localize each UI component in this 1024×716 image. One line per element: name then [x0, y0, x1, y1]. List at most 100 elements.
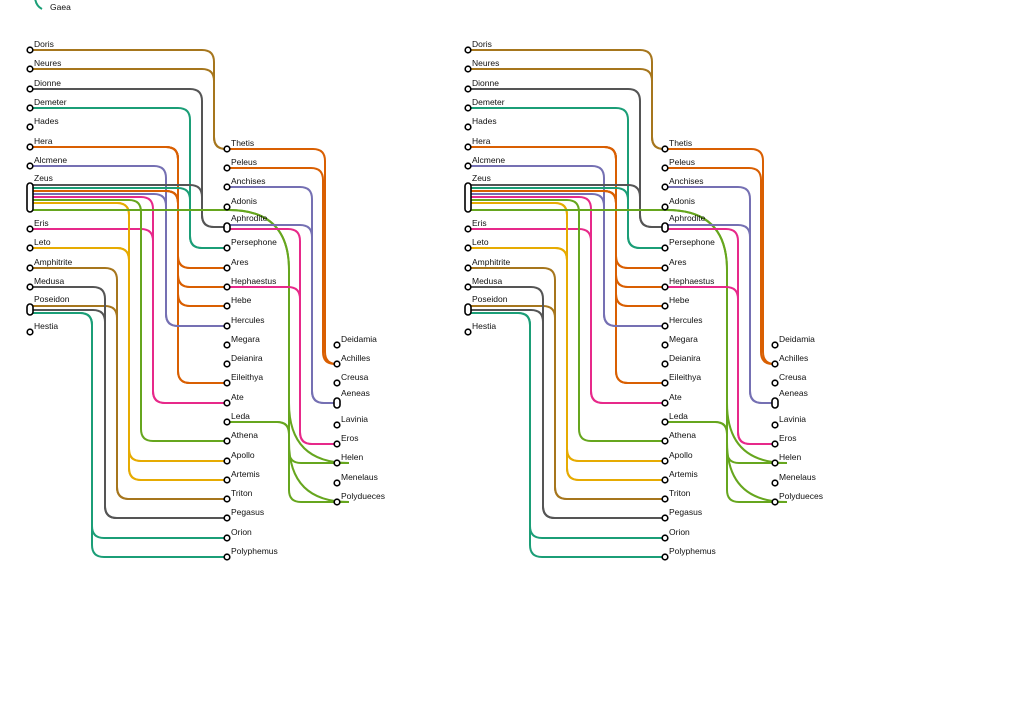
- node-zeus[interactable]: [26, 182, 34, 213]
- label-poseidon: Poseidon: [34, 294, 70, 304]
- node-hestia[interactable]: [464, 328, 472, 336]
- node-hades[interactable]: [464, 123, 472, 131]
- node-ate[interactable]: [223, 399, 231, 407]
- node-hera[interactable]: [26, 143, 34, 151]
- node-hebe[interactable]: [223, 302, 231, 310]
- node-artemis[interactable]: [661, 476, 669, 484]
- node-hephaestus[interactable]: [223, 283, 231, 291]
- node-creusa[interactable]: [771, 379, 779, 387]
- node-zeus[interactable]: [464, 182, 472, 213]
- node-amphitrite[interactable]: [464, 264, 472, 272]
- node-leda[interactable]: [223, 418, 231, 426]
- node-eros[interactable]: [333, 440, 341, 448]
- node-aphrodite[interactable]: [661, 222, 669, 233]
- node-hephaestus[interactable]: [661, 283, 669, 291]
- node-persephone[interactable]: [223, 244, 231, 252]
- node-ate[interactable]: [661, 399, 669, 407]
- label-helen: Helen: [341, 452, 363, 462]
- node-hestia[interactable]: [26, 328, 34, 336]
- node-peleus[interactable]: [223, 164, 231, 172]
- node-orion[interactable]: [223, 534, 231, 542]
- label-achilles: Achilles: [341, 353, 370, 363]
- node-leda[interactable]: [661, 418, 669, 426]
- node-anchises[interactable]: [661, 183, 669, 191]
- node-dionne[interactable]: [26, 85, 34, 93]
- node-alcmene[interactable]: [464, 162, 472, 170]
- node-aeneas[interactable]: [771, 397, 779, 409]
- node-neures[interactable]: [464, 65, 472, 73]
- node-lavinia[interactable]: [333, 421, 341, 429]
- node-megara[interactable]: [661, 341, 669, 349]
- node-athena[interactable]: [223, 437, 231, 445]
- node-leto[interactable]: [26, 244, 34, 252]
- node-triton[interactable]: [661, 495, 669, 503]
- node-polydueces[interactable]: [771, 498, 779, 506]
- node-artemis[interactable]: [223, 476, 231, 484]
- diagram-copy-1: DorisNeuresDionneDemeterHadesHeraAlcmene…: [26, 39, 385, 561]
- node-eris[interactable]: [26, 225, 34, 233]
- node-hades[interactable]: [26, 123, 34, 131]
- node-eris[interactable]: [464, 225, 472, 233]
- node-lavinia[interactable]: [771, 421, 779, 429]
- node-orion[interactable]: [661, 534, 669, 542]
- node-megara[interactable]: [223, 341, 231, 349]
- node-helen[interactable]: [771, 459, 779, 467]
- node-anchises[interactable]: [223, 183, 231, 191]
- node-medusa[interactable]: [26, 283, 34, 291]
- node-persephone[interactable]: [661, 244, 669, 252]
- node-eileithya[interactable]: [223, 379, 231, 387]
- node-eileithya[interactable]: [661, 379, 669, 387]
- node-peleus[interactable]: [661, 164, 669, 172]
- node-menelaus[interactable]: [333, 479, 341, 487]
- node-athena[interactable]: [661, 437, 669, 445]
- node-deidamia[interactable]: [771, 341, 779, 349]
- node-pegasus[interactable]: [661, 514, 669, 522]
- node-helen[interactable]: [333, 459, 341, 467]
- node-thetis[interactable]: [223, 145, 231, 153]
- node-deianira[interactable]: [223, 360, 231, 368]
- node-eros[interactable]: [771, 440, 779, 448]
- node-hebe[interactable]: [661, 302, 669, 310]
- node-demeter[interactable]: [26, 104, 34, 112]
- node-triton[interactable]: [223, 495, 231, 503]
- node-poseidon[interactable]: [464, 303, 472, 316]
- edge-zeus-to-eileithya: [30, 190, 227, 384]
- node-pegasus[interactable]: [223, 514, 231, 522]
- node-doris[interactable]: [464, 46, 472, 54]
- node-deianira[interactable]: [661, 360, 669, 368]
- node-polyphemus[interactable]: [223, 553, 231, 561]
- node-creusa[interactable]: [333, 379, 341, 387]
- label-zeus: Zeus: [34, 173, 53, 183]
- edge-zeus-to-persephone: [30, 187, 227, 249]
- node-poseidon[interactable]: [26, 303, 34, 316]
- node-medusa[interactable]: [464, 283, 472, 291]
- edge-peleus-to-achilles: [665, 167, 775, 365]
- node-polyphemus[interactable]: [661, 553, 669, 561]
- node-leto[interactable]: [464, 244, 472, 252]
- node-achilles[interactable]: [771, 360, 779, 368]
- node-menelaus[interactable]: [771, 479, 779, 487]
- node-hera[interactable]: [464, 143, 472, 151]
- node-adonis[interactable]: [223, 203, 231, 211]
- node-doris[interactable]: [26, 46, 34, 54]
- node-ares[interactable]: [661, 264, 669, 272]
- node-deidamia[interactable]: [333, 341, 341, 349]
- node-achilles[interactable]: [333, 360, 341, 368]
- node-neures[interactable]: [26, 65, 34, 73]
- node-amphitrite[interactable]: [26, 264, 34, 272]
- node-hercules[interactable]: [223, 322, 231, 330]
- node-thetis[interactable]: [661, 145, 669, 153]
- node-demeter[interactable]: [464, 104, 472, 112]
- label-demeter: Demeter: [34, 97, 67, 107]
- node-apollo[interactable]: [223, 457, 231, 465]
- node-ares[interactable]: [223, 264, 231, 272]
- node-aeneas[interactable]: [333, 397, 341, 409]
- node-hercules[interactable]: [661, 322, 669, 330]
- node-dionne[interactable]: [464, 85, 472, 93]
- node-aphrodite[interactable]: [223, 222, 231, 233]
- node-alcmene[interactable]: [26, 162, 34, 170]
- node-apollo[interactable]: [661, 457, 669, 465]
- label-medusa: Medusa: [472, 276, 503, 286]
- node-polydueces[interactable]: [333, 498, 341, 506]
- node-adonis[interactable]: [661, 203, 669, 211]
